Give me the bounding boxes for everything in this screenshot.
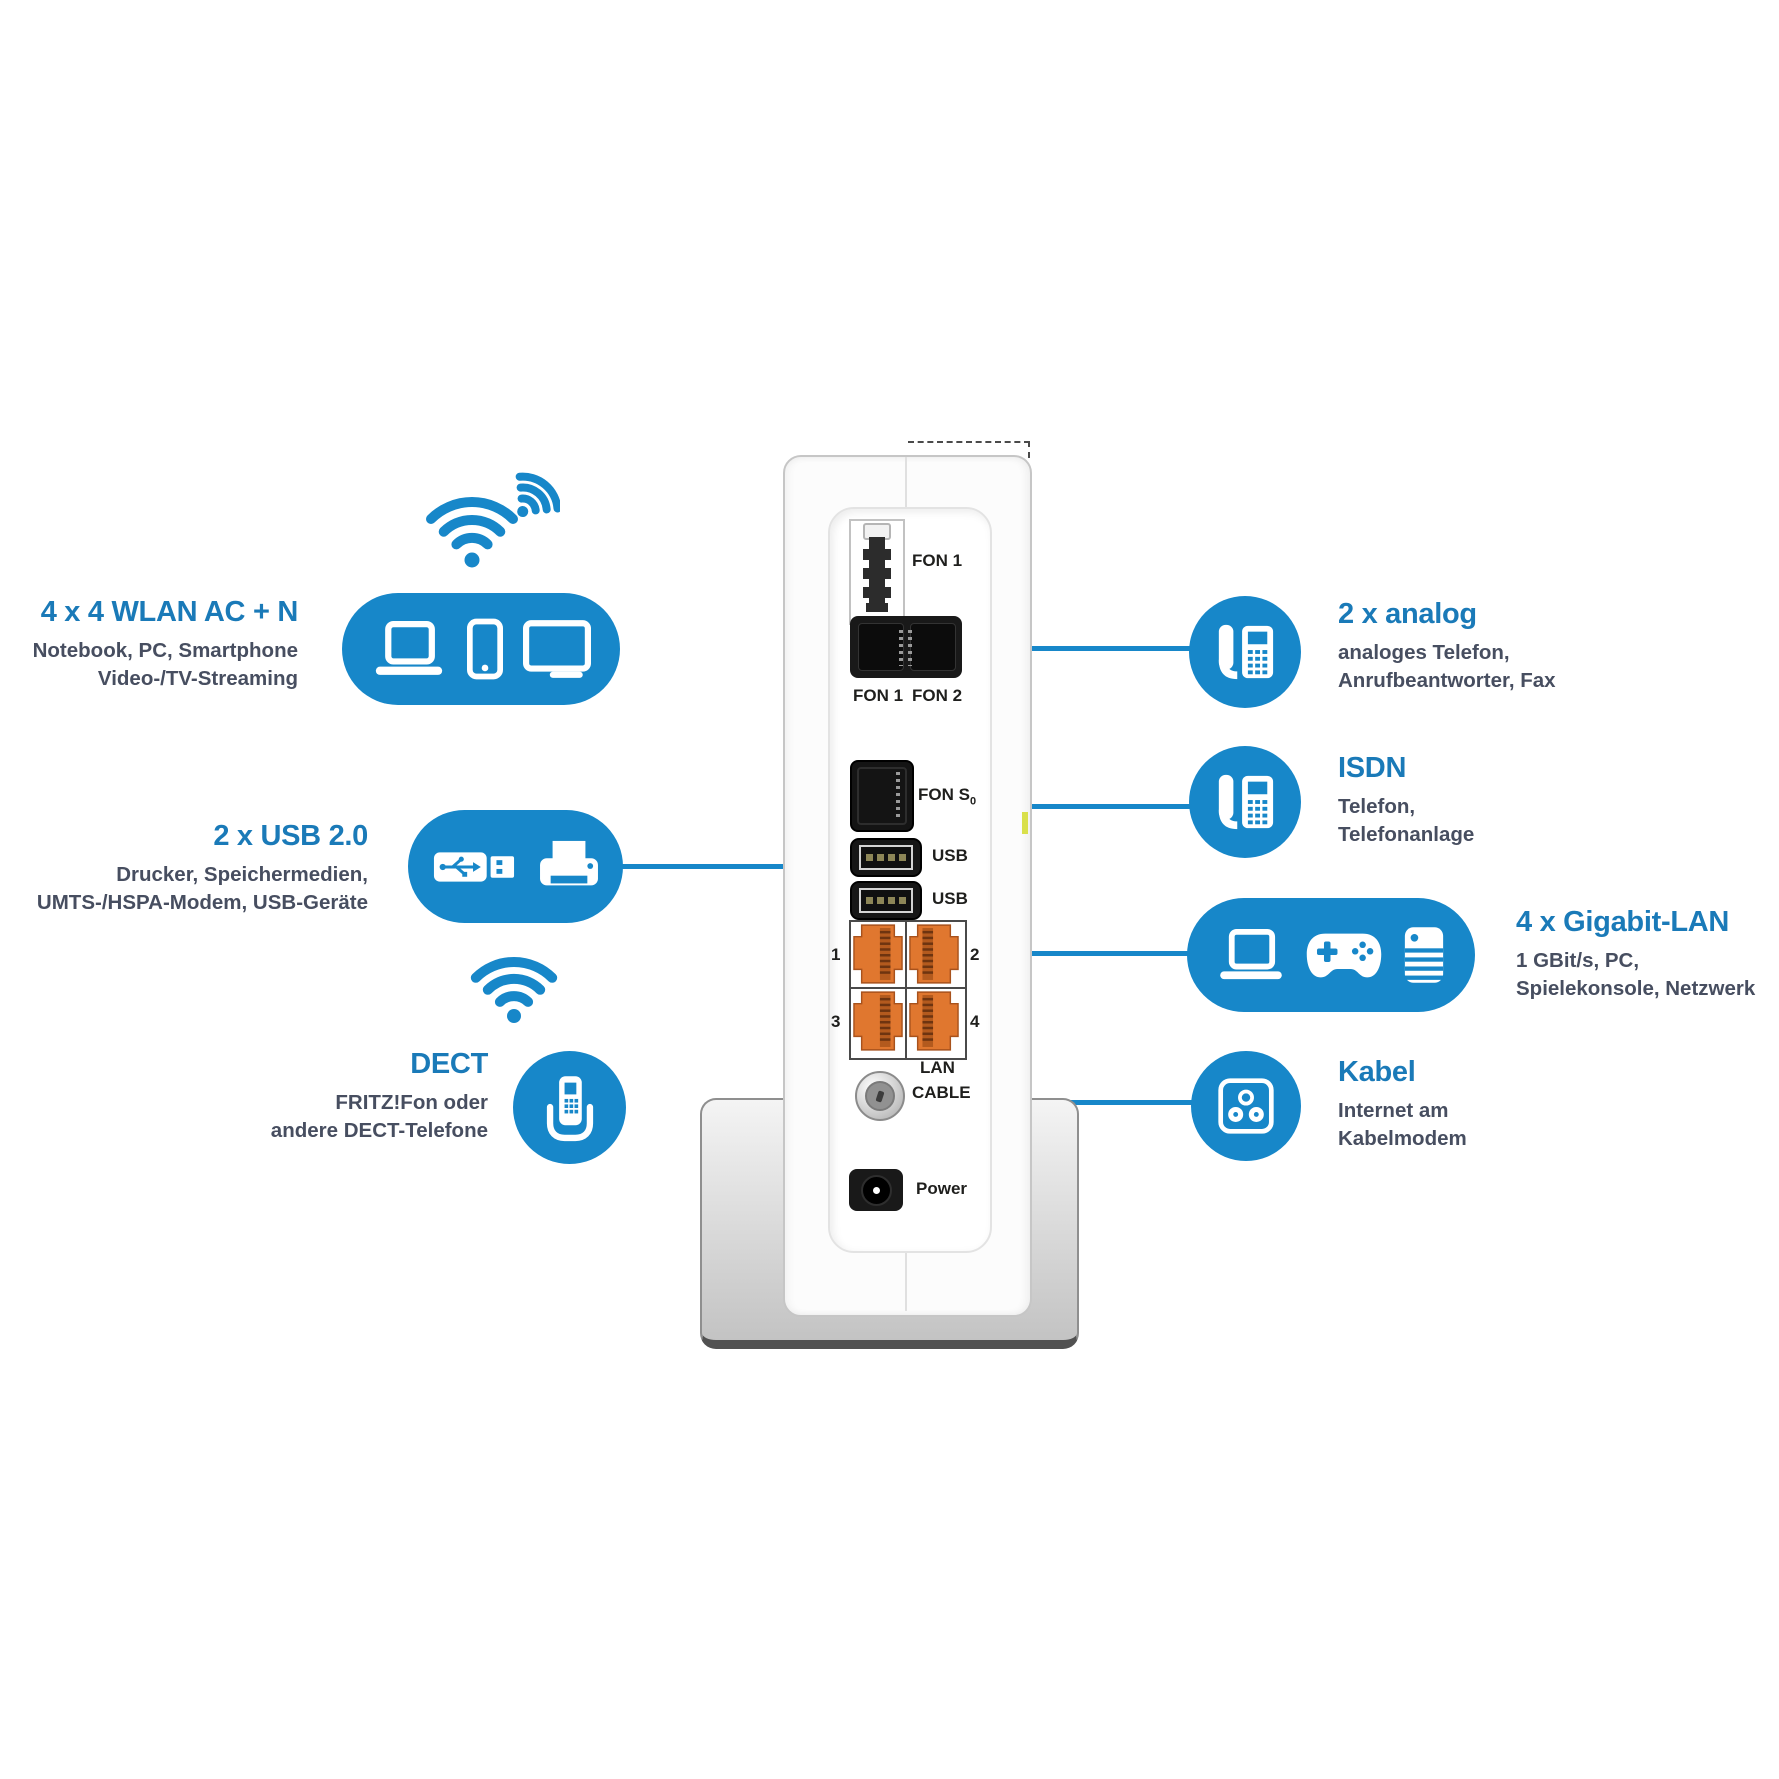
dect-badge bbox=[513, 1051, 626, 1164]
power-jack-barrel bbox=[860, 1174, 892, 1206]
cable-outlet-icon bbox=[1218, 1078, 1274, 1134]
lan3-jack-icon bbox=[853, 991, 903, 1051]
laptop-icon bbox=[1220, 929, 1282, 980]
feature-usb-line2: UMTS-/HSPA-Modem, USB-Geräte bbox=[36, 891, 368, 914]
isdn-badge bbox=[1189, 746, 1301, 858]
fon2-port bbox=[910, 623, 956, 671]
router-top-dashed-edge bbox=[908, 441, 1030, 458]
usb-devices-badge bbox=[408, 810, 623, 923]
fon-s0-port bbox=[850, 760, 914, 832]
connector-kabel bbox=[1070, 1100, 1194, 1105]
feature-kabel-title: Kabel bbox=[1338, 1056, 1416, 1088]
tae-slot bbox=[849, 519, 905, 625]
smartphone-icon bbox=[467, 618, 503, 680]
wifi-icon bbox=[426, 472, 560, 568]
connector-usb bbox=[620, 864, 786, 869]
feature-usb-title: 2 x USB 2.0 bbox=[213, 820, 368, 852]
feature-analog-line1: analoges Telefon, bbox=[1338, 641, 1510, 664]
feature-kabel: Kabel Internet am Kabelmodem bbox=[1338, 1056, 1738, 1153]
connector-analog bbox=[1026, 646, 1192, 651]
feature-kabel-line1: Internet am bbox=[1338, 1099, 1449, 1122]
feature-dect-title: DECT bbox=[410, 1048, 488, 1080]
feature-dect: DECT FRITZ!Fon oder andere DECT-Telefone bbox=[120, 1048, 489, 1145]
feature-gigabit-line2: Spielekonsole, Netzwerk bbox=[1516, 977, 1756, 1000]
fon-s0-pins bbox=[896, 772, 900, 820]
feature-analog-line2: Anrufbeantworter, Fax bbox=[1338, 669, 1556, 692]
fon-s0-label: FON S0 bbox=[918, 785, 977, 808]
usb-bottom-label: USB bbox=[932, 889, 968, 908]
router-top-seam bbox=[905, 457, 907, 509]
lan4-jack-icon bbox=[909, 991, 959, 1051]
analog-badge bbox=[1189, 596, 1301, 708]
router-side-sticker bbox=[1022, 812, 1028, 834]
feature-wlan-line2: Video-/TV-Streaming bbox=[97, 667, 298, 690]
feature-gigabit: 4 x Gigabit-LAN 1 GBit/s, PC, Spielekons… bbox=[1516, 906, 1778, 1003]
lan2-number: 2 bbox=[970, 945, 980, 964]
server-icon bbox=[1404, 927, 1444, 983]
lan1-number: 1 bbox=[831, 945, 841, 964]
feature-analog-title: 2 x analog bbox=[1338, 598, 1477, 630]
feature-usb-line1: Drucker, Speichermedien, bbox=[116, 863, 368, 886]
usb-top-opening bbox=[859, 845, 913, 870]
feature-analog: 2 x analog analoges Telefon, Anrufbeantw… bbox=[1338, 598, 1738, 695]
feature-isdn: ISDN Telefon, Telefonanlage bbox=[1338, 752, 1738, 849]
power-jack-pin bbox=[872, 1186, 880, 1194]
gigabit-devices-badge bbox=[1187, 898, 1475, 1012]
lan-label: LAN bbox=[920, 1058, 955, 1077]
feature-dect-line1: FRITZ!Fon oder bbox=[335, 1091, 488, 1114]
fon1-label: FON 1 bbox=[853, 686, 904, 705]
fon2-label: FON 2 bbox=[912, 686, 963, 705]
fon-pins-left bbox=[899, 630, 903, 666]
desk-phone-icon bbox=[1218, 624, 1274, 680]
fon-rj11-block bbox=[850, 616, 962, 678]
connector-gigabit-lan bbox=[1026, 951, 1190, 956]
feature-wlan-line1: Notebook, PC, Smartphone bbox=[32, 639, 298, 662]
feature-wlan-title: 4 x 4 WLAN AC + N bbox=[40, 596, 299, 628]
desk-phone-icon bbox=[1218, 774, 1274, 830]
cable-connector-pin bbox=[875, 1089, 885, 1103]
feature-kabel-line2: Kabelmodem bbox=[1338, 1127, 1467, 1150]
lan2-jack-icon bbox=[909, 924, 959, 984]
wifi-icon bbox=[470, 956, 558, 1023]
feature-gigabit-line1: 1 GBit/s, PC, bbox=[1516, 949, 1640, 972]
usb-port-top bbox=[850, 838, 922, 877]
connector-isdn bbox=[1026, 804, 1192, 809]
monitor-icon bbox=[523, 620, 591, 678]
lan-grid-horizontal bbox=[849, 987, 965, 989]
usb-port-bottom bbox=[850, 881, 922, 920]
usb-top-label: USB bbox=[932, 846, 968, 865]
usb-stick-icon bbox=[433, 851, 514, 882]
tae-label: FON 1 bbox=[912, 551, 963, 570]
feature-isdn-line1: Telefon, bbox=[1338, 795, 1416, 818]
laptop-icon bbox=[375, 621, 443, 675]
feature-dect-line2: andere DECT-Telefone bbox=[270, 1119, 488, 1142]
cable-connector bbox=[855, 1071, 905, 1121]
feature-wlan: 4 x 4 WLAN AC + N Notebook, PC, Smartpho… bbox=[0, 596, 299, 693]
printer-icon bbox=[539, 840, 598, 885]
tae-plug-icon bbox=[863, 523, 891, 612]
router-bottom-seam bbox=[905, 1248, 907, 1311]
gamepad-icon bbox=[1306, 933, 1382, 978]
fon-pins-right bbox=[908, 630, 912, 666]
lan3-number: 3 bbox=[831, 1012, 841, 1031]
feature-isdn-line2: Telefonanlage bbox=[1338, 823, 1475, 846]
feature-isdn-title: ISDN bbox=[1338, 752, 1407, 784]
cable-label: CABLE bbox=[912, 1083, 971, 1102]
cable-connector-inner bbox=[865, 1081, 895, 1111]
lan4-number: 4 bbox=[970, 1012, 980, 1031]
feature-gigabit-title: 4 x Gigabit-LAN bbox=[1516, 906, 1730, 938]
wlan-devices-badge bbox=[342, 593, 620, 705]
cordless-phone-icon bbox=[546, 1075, 593, 1141]
usb-bottom-opening bbox=[859, 888, 913, 913]
kabel-badge bbox=[1191, 1051, 1301, 1161]
feature-usb: 2 x USB 2.0 Drucker, Speichermedien, UMT… bbox=[20, 820, 368, 917]
fon1-port bbox=[858, 623, 904, 671]
lan-grid-vertical bbox=[905, 920, 907, 1058]
lan1-jack-icon bbox=[853, 924, 903, 984]
power-jack bbox=[849, 1169, 903, 1211]
power-label: Power bbox=[916, 1179, 968, 1198]
fon-s0-opening bbox=[857, 767, 907, 825]
